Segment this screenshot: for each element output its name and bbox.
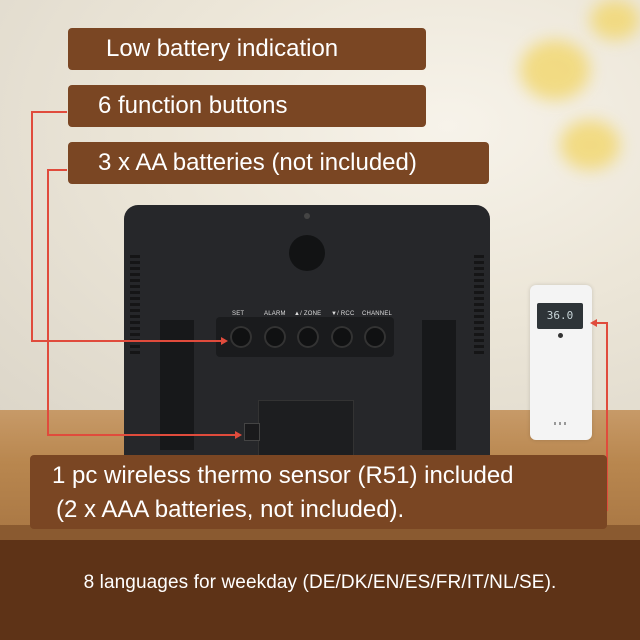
label-text: 6 function buttons — [98, 92, 288, 119]
blurred-flower — [520, 40, 590, 100]
label-text: 3 x AA batteries (not included) — [98, 149, 417, 176]
sensor-led-icon — [558, 333, 563, 338]
table-edge — [0, 525, 640, 543]
set-button[interactable] — [230, 326, 252, 348]
left-vent — [130, 255, 140, 355]
right-vent — [474, 255, 484, 355]
footer-band — [0, 540, 640, 640]
footer-languages: 8 languages for weekday (DE/DK/EN/ES/FR/… — [83, 572, 557, 593]
button-label: SET — [232, 311, 245, 317]
button-label: ▼/ RCC — [331, 311, 355, 317]
pointer-line-batteries — [47, 169, 49, 435]
screw-icon — [304, 213, 310, 219]
pointer-line-batteries — [47, 169, 67, 171]
pointer-line-sensor — [597, 322, 607, 324]
label-batteries: 3 x AA batteries (not included) — [68, 142, 489, 184]
button-label: ALARM — [264, 311, 286, 317]
label-text: Low battery indication — [106, 35, 339, 62]
label-function-buttons: 6 function buttons — [68, 85, 426, 127]
pointer-line-batteries — [47, 434, 235, 436]
label-text: 1 pc wireless thermo sensor (R51) includ… — [52, 462, 514, 489]
label-low-battery: Low battery indication — [68, 28, 426, 70]
pointer-line-buttons — [31, 340, 221, 342]
sensor-display: 36.0 — [537, 303, 583, 329]
right-stand-leg — [422, 320, 456, 450]
arrow-icon — [221, 337, 228, 345]
battery-latch — [244, 423, 260, 441]
channel-button[interactable] — [364, 326, 386, 348]
pointer-line-sensor — [606, 322, 608, 510]
sensor-vent — [554, 422, 568, 425]
label-sensor: 1 pc wireless thermo sensor (R51) includ… — [30, 455, 607, 529]
button-label: CHANNEL — [362, 311, 393, 317]
wireless-sensor: 36.0 — [530, 285, 592, 440]
blurred-flower — [560, 120, 620, 170]
arrow-icon — [590, 319, 597, 327]
weather-station-back: SET ALARM ▲/ ZONE ▼/ RCC CHANNEL — [124, 205, 490, 462]
battery-compartment — [258, 400, 354, 462]
label-text: (2 x AAA batteries, not included). — [56, 496, 405, 523]
zone-button[interactable] — [297, 326, 319, 348]
button-label: ▲/ ZONE — [294, 311, 322, 317]
pointer-line-buttons — [31, 111, 33, 341]
arrow-icon — [235, 431, 242, 439]
wall-mount-hole — [289, 235, 325, 271]
blurred-flower — [590, 0, 640, 40]
rcc-button[interactable] — [331, 326, 353, 348]
alarm-button[interactable] — [264, 326, 286, 348]
pointer-line-buttons — [31, 111, 67, 113]
